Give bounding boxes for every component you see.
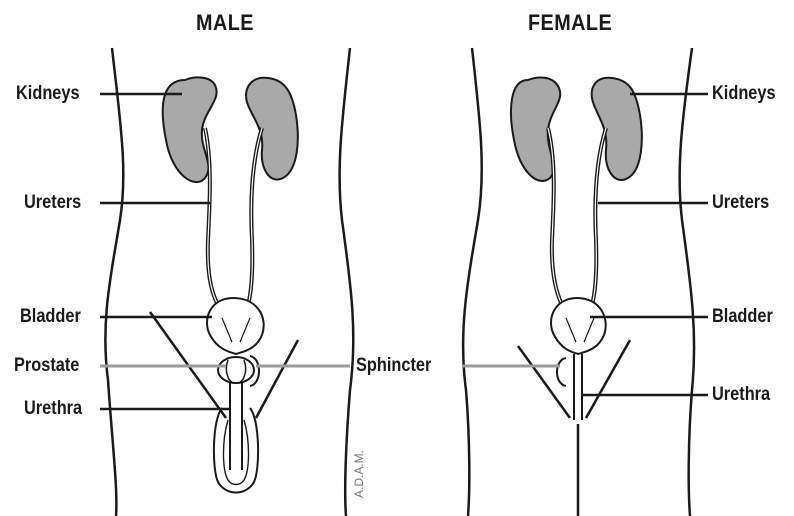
female-sphincter-bracket [557,358,566,386]
male-body-outline-left [105,48,123,516]
female-bladder [551,298,606,354]
female-body-outline-right [680,48,694,516]
male-urethra [214,382,258,493]
female-urethra [574,354,582,420]
female-label-bladder: Bladder [712,307,773,326]
female-leg-line-left [518,346,570,418]
male-label-bladder: Bladder [20,307,81,326]
male-prostate [218,357,254,383]
female-title: FEMALE [528,12,612,34]
male-label-urethra: Urethra [24,399,82,418]
female-label-urethra: Urethra [712,385,770,404]
male-label-kidneys: Kidneys [16,84,80,103]
male-title: MALE [196,12,254,34]
female-leg-line-right [586,340,630,418]
male-bladder [207,298,264,354]
female-ureters [548,128,606,305]
female-figure [463,48,694,516]
female-label-ureters: Ureters [712,193,769,212]
male-ureters [205,128,262,305]
copyright-stamp: A.D.A.M. [352,450,366,498]
male-label-prostate: Prostate [14,356,79,375]
female-label-kidneys: Kidneys [712,84,776,103]
label-sphincter: Sphincter [356,356,431,375]
male-label-ureters: Ureters [24,193,81,212]
male-body-outline-right [340,48,354,516]
male-leg-line-right [256,340,298,418]
female-body-outline-left [463,48,482,516]
